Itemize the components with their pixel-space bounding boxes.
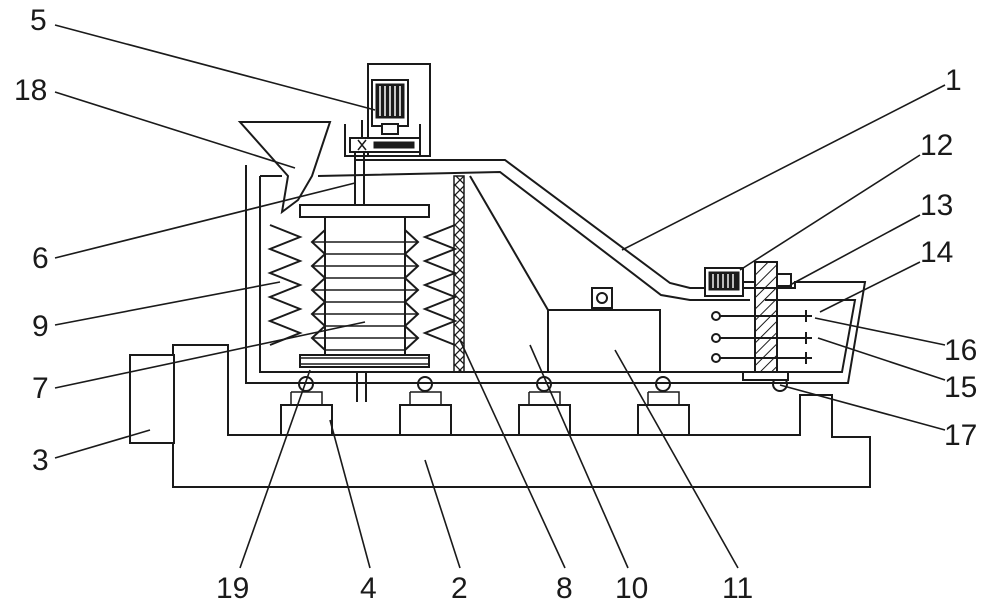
label-18: 18: [14, 74, 47, 107]
label-9: 9: [32, 310, 49, 343]
feed-hopper: [237, 121, 332, 215]
label-12: 12: [920, 129, 953, 162]
label-15: 15: [944, 371, 977, 404]
side-springs: [267, 224, 458, 346]
top-motor: [344, 63, 431, 157]
leader-lines: [54, 24, 946, 569]
side-motor-block: [129, 354, 175, 444]
label-3: 3: [32, 444, 49, 477]
support-legs: [280, 391, 690, 436]
vibration-motor: [704, 267, 755, 297]
label-19: 19: [216, 572, 249, 605]
label-16: 16: [944, 334, 977, 367]
label-1: 1: [945, 64, 962, 97]
label-7: 7: [32, 372, 49, 405]
pins: [711, 310, 812, 364]
filter-screen: [453, 175, 465, 373]
crushing-drum: [299, 204, 430, 368]
label-5: 5: [30, 4, 47, 37]
label-11: 11: [722, 572, 753, 605]
hatched-plate: [754, 261, 778, 379]
label-6: 6: [32, 242, 49, 275]
label-13: 13: [920, 189, 953, 222]
label-2: 2: [451, 572, 468, 605]
label-14: 14: [920, 236, 953, 269]
collection-box: [547, 287, 661, 373]
bottom-plate: [742, 371, 789, 381]
discharge-chute: [469, 175, 549, 311]
label-10: 10: [615, 572, 648, 605]
base-frame: [172, 344, 871, 488]
label-8: 8: [556, 572, 573, 605]
label-17: 17: [944, 419, 977, 452]
bolt-13: [776, 273, 792, 287]
callout-labels: 5 18 1 12 13 14 6 9 16 15 7 17 3 19 4 2 …: [14, 4, 977, 605]
label-4: 4: [360, 572, 377, 605]
drive-shaft: [354, 152, 367, 402]
